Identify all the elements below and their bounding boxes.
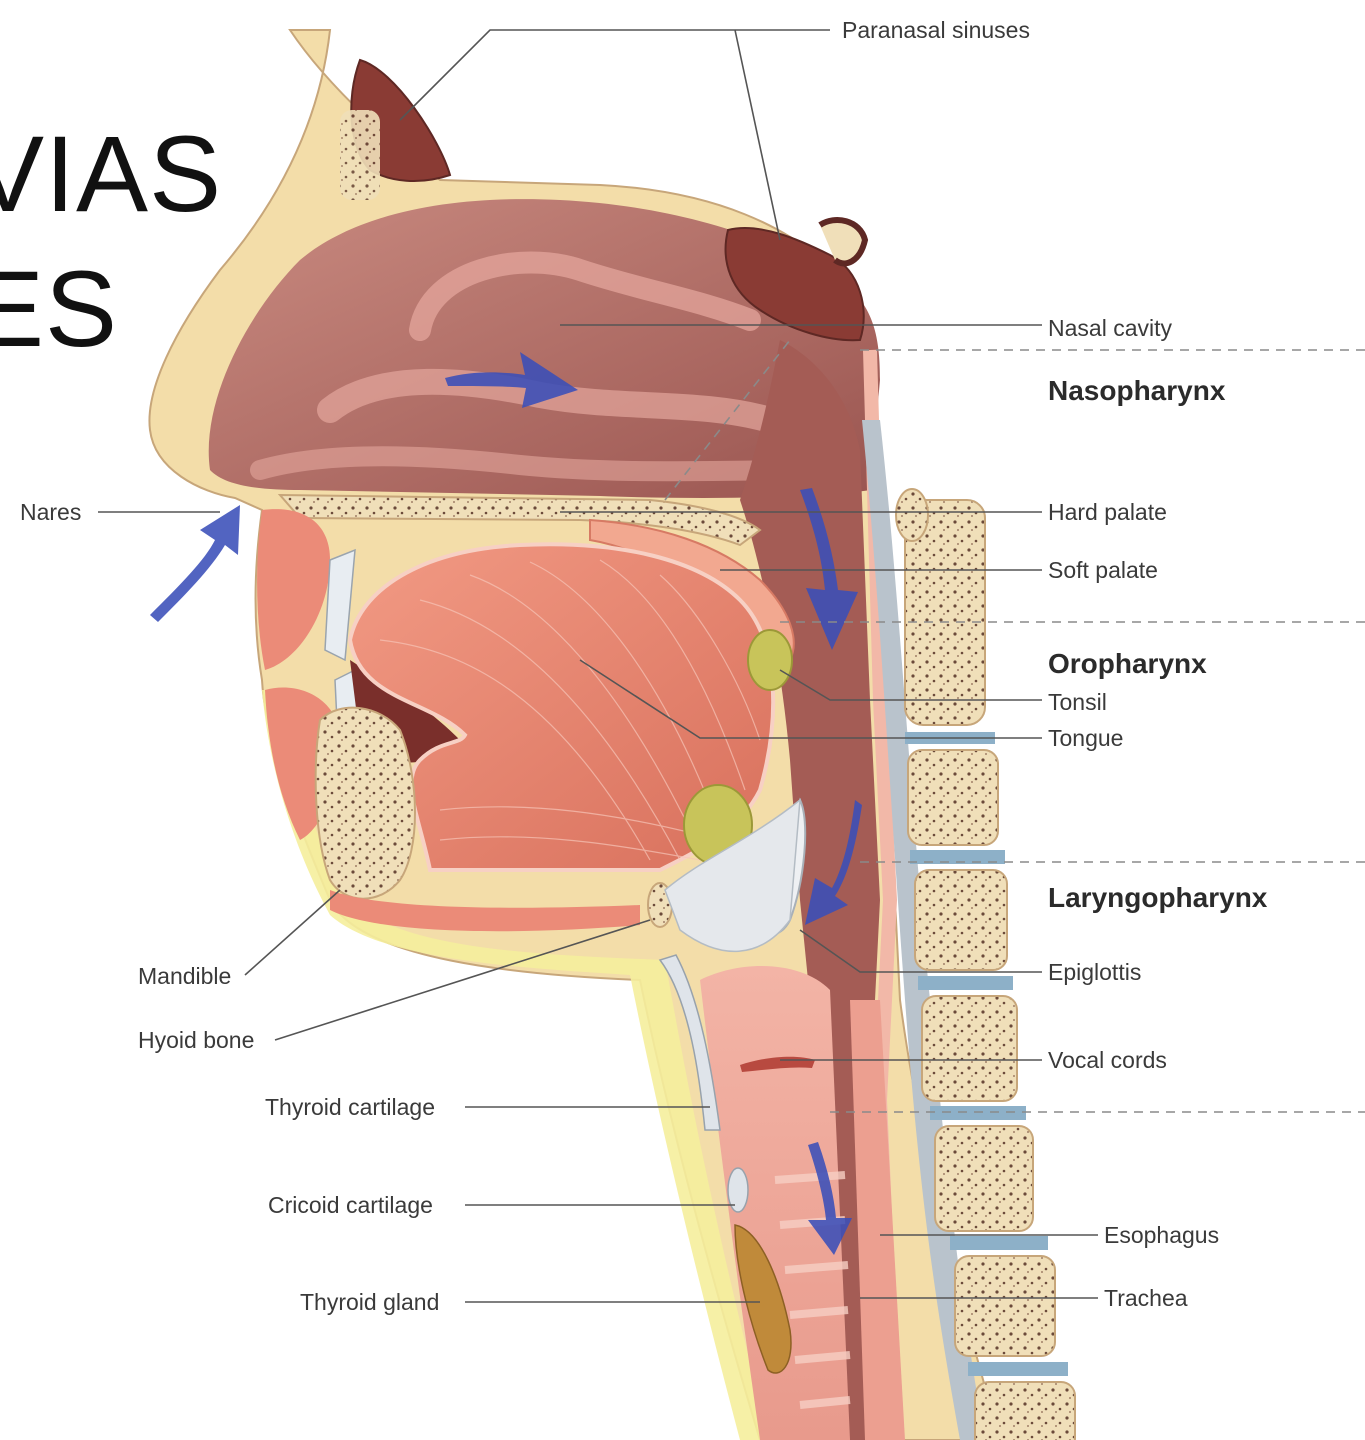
leader-paranasal-sinuses-2 <box>735 30 780 240</box>
label-cricoid-cartilage: Cricoid cartilage <box>268 1192 433 1218</box>
slide-title-line-1: VIAS <box>0 120 222 228</box>
label-hard-palate: Hard palate <box>1048 499 1167 525</box>
label-thyroid-cartilage: Thyroid cartilage <box>265 1094 435 1120</box>
label-hyoid-bone: Hyoid bone <box>138 1027 254 1053</box>
label-nasal-cavity: Nasal cavity <box>1048 315 1172 341</box>
label-epiglottis: Epiglottis <box>1048 959 1141 985</box>
label-vocal-cords: Vocal cords <box>1048 1047 1167 1073</box>
leader-paranasal-sinuses <box>400 30 830 120</box>
palatine-tonsil <box>748 630 792 690</box>
slide-title-line-2: ES <box>0 255 118 363</box>
label-nasopharynx: Nasopharynx <box>1048 375 1226 406</box>
label-soft-palate: Soft palate <box>1048 557 1158 583</box>
frontal-bone <box>340 110 380 200</box>
mandible-bone <box>316 708 415 899</box>
label-thyroid-gland: Thyroid gland <box>300 1289 439 1315</box>
label-trachea: Trachea <box>1104 1285 1188 1311</box>
label-mandible: Mandible <box>138 963 231 989</box>
label-paranasal-sinuses: Paranasal sinuses <box>842 17 1030 43</box>
label-laryngopharynx: Laryngopharynx <box>1048 882 1268 913</box>
airflow-arrow-nares <box>150 505 240 622</box>
label-tongue: Tongue <box>1048 725 1123 751</box>
label-esophagus: Esophagus <box>1104 1222 1219 1248</box>
label-tonsil: Tonsil <box>1048 689 1107 715</box>
label-nares: Nares <box>20 499 81 525</box>
atlas-arch <box>896 489 928 541</box>
leader-mandible <box>245 890 340 975</box>
label-oropharynx: Oropharynx <box>1048 648 1207 679</box>
